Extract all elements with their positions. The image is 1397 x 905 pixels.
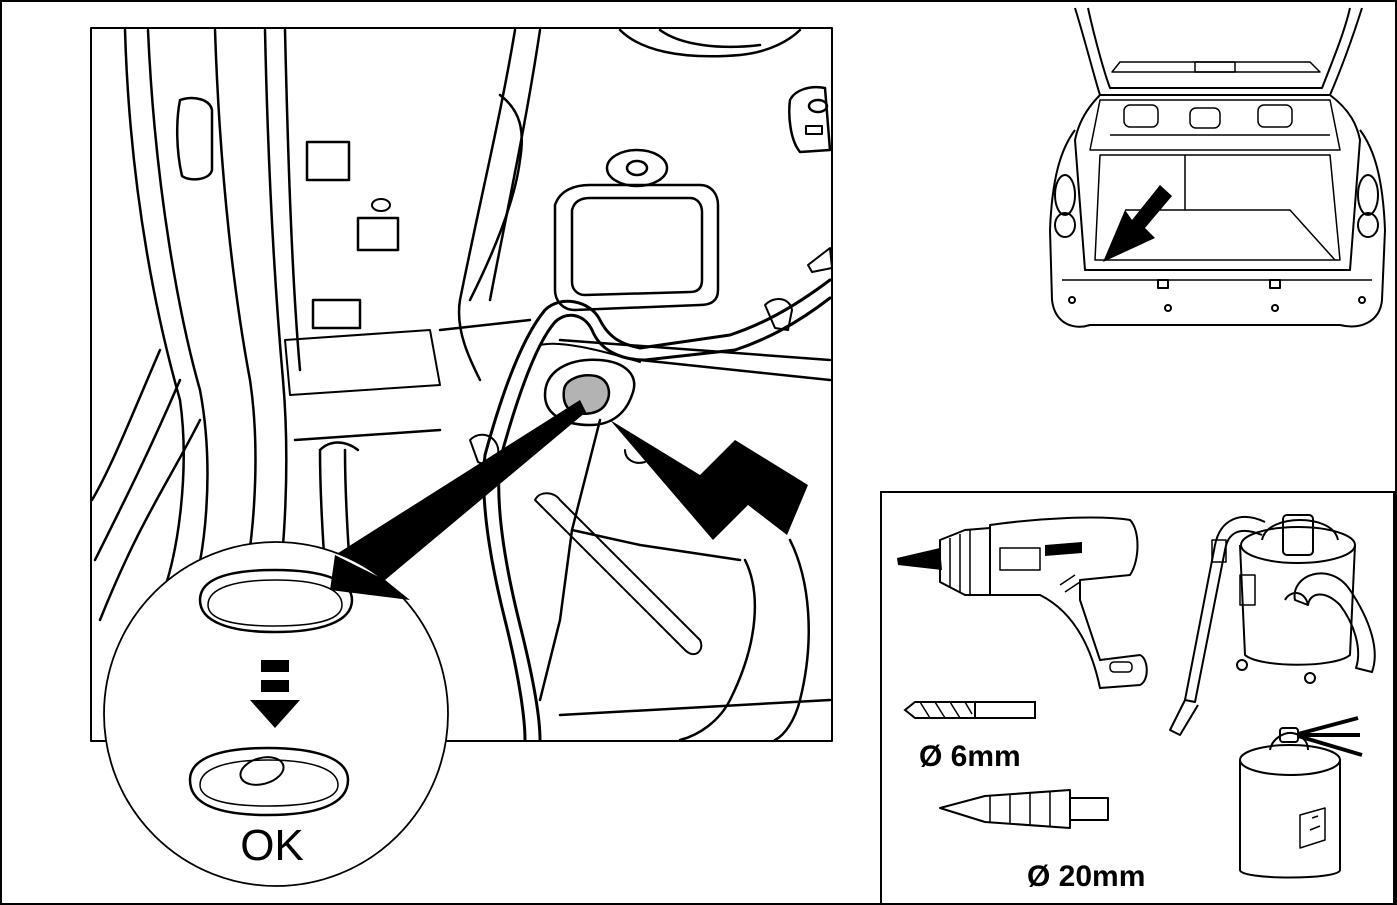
car-rear-view-icon <box>1049 7 1386 328</box>
drill-icon <box>897 516 1148 689</box>
tools-panel: Ø 6mm Ø 20mm <box>880 491 1395 905</box>
magnifier-detail: OK <box>103 541 449 887</box>
arrow-icon <box>1103 185 1172 262</box>
ok-label: OK <box>240 821 304 870</box>
vacuum-cleaner-icon <box>1169 514 1376 736</box>
drill-bit-icon <box>903 701 1036 719</box>
step-drill-icon <box>939 789 1109 829</box>
spray-can-icon <box>1239 716 1363 879</box>
arrow-icon <box>335 400 808 580</box>
drill-bit-size-label: Ø 6mm <box>919 740 1021 773</box>
step-drill-size-label: Ø 20mm <box>1027 860 1145 893</box>
